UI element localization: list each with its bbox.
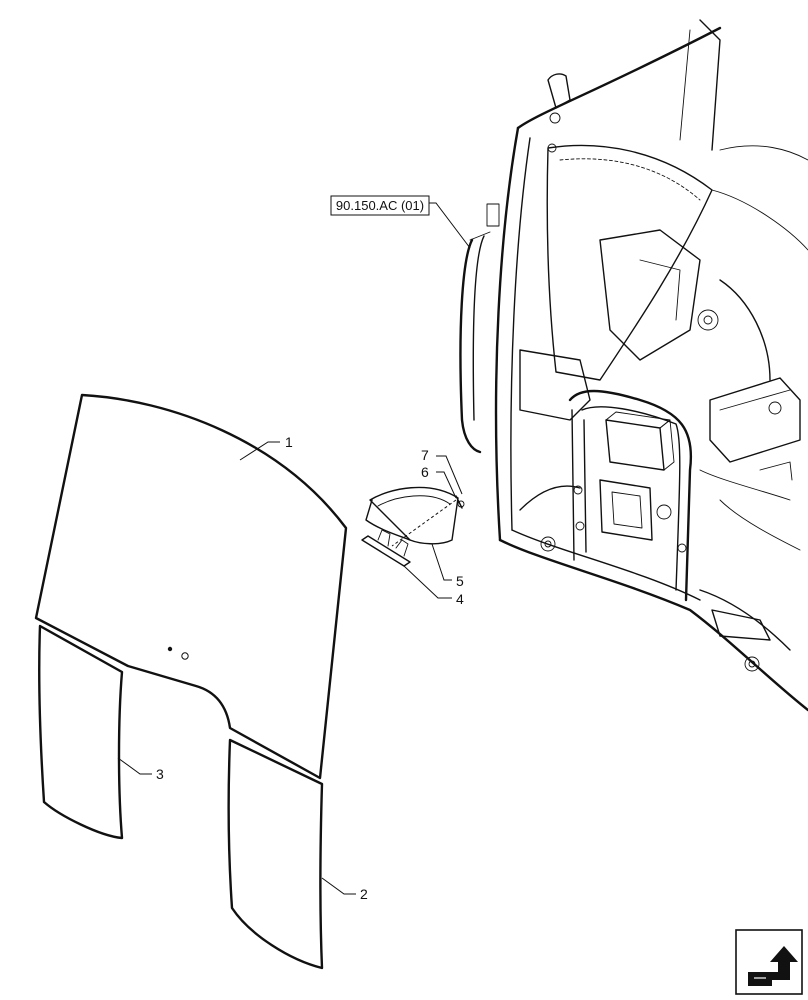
callout-4: 4 <box>403 565 464 607</box>
callout-3-label: 3 <box>156 766 164 782</box>
assembly-line <box>391 499 457 547</box>
reference-link[interactable]: 90.150.AC (01) <box>330 195 430 216</box>
callout-2-label: 2 <box>360 886 368 902</box>
part-3-lower-left-panel <box>38 624 124 840</box>
part-2-lower-right-panel <box>227 738 324 970</box>
callout-7: 7 <box>421 447 463 495</box>
callout-4-label: 4 <box>456 591 464 607</box>
reference-link-label[interactable]: 90.150.AC (01) <box>336 198 424 213</box>
callout-1: 1 <box>239 434 293 461</box>
cab-frame <box>459 19 808 712</box>
callout-5-label: 5 <box>456 573 464 589</box>
callout-3: 3 <box>117 757 164 782</box>
callout-1-label: 1 <box>285 434 293 450</box>
callout-6: 6 <box>421 464 457 499</box>
reference-leader <box>429 202 471 249</box>
callout-7-label: 7 <box>421 447 429 463</box>
callout-2: 2 <box>321 877 368 902</box>
part-4-visor-bracket <box>361 486 459 567</box>
part-1-window-film <box>34 393 348 780</box>
callout-6-label: 6 <box>421 464 429 480</box>
arrow-back-icon[interactable] <box>735 929 803 995</box>
callout-5: 5 <box>431 543 464 589</box>
reference-link-box[interactable] <box>330 195 430 216</box>
part-6-7-screw <box>455 495 465 509</box>
